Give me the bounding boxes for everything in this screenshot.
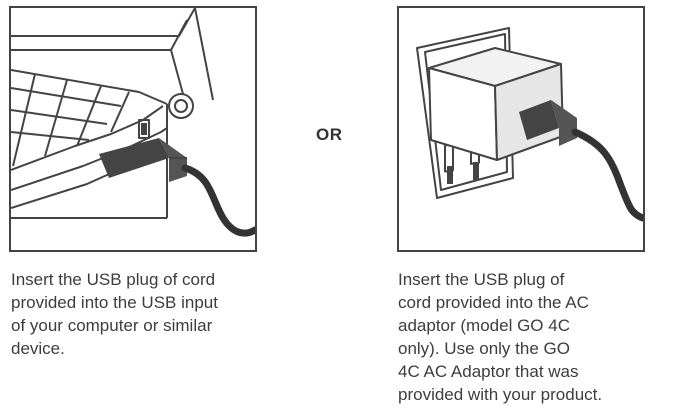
computer-illustration-panel: [9, 6, 257, 252]
adaptor-instruction-caption: Insert the USB plug of cord provided int…: [398, 270, 603, 404]
computer-instruction-caption: Insert the USB plug of cord provided int…: [11, 270, 218, 358]
adaptor-illustration-panel: [397, 6, 645, 252]
laptop-icon: [11, 8, 255, 237]
cord-icon: [181, 164, 255, 237]
wall-outlet-icon: [416, 27, 643, 222]
cord-icon: [571, 128, 643, 222]
usb-plug-icon: [519, 100, 577, 146]
or-separator: OR: [316, 125, 343, 144]
usb-plug-icon: [99, 138, 187, 182]
